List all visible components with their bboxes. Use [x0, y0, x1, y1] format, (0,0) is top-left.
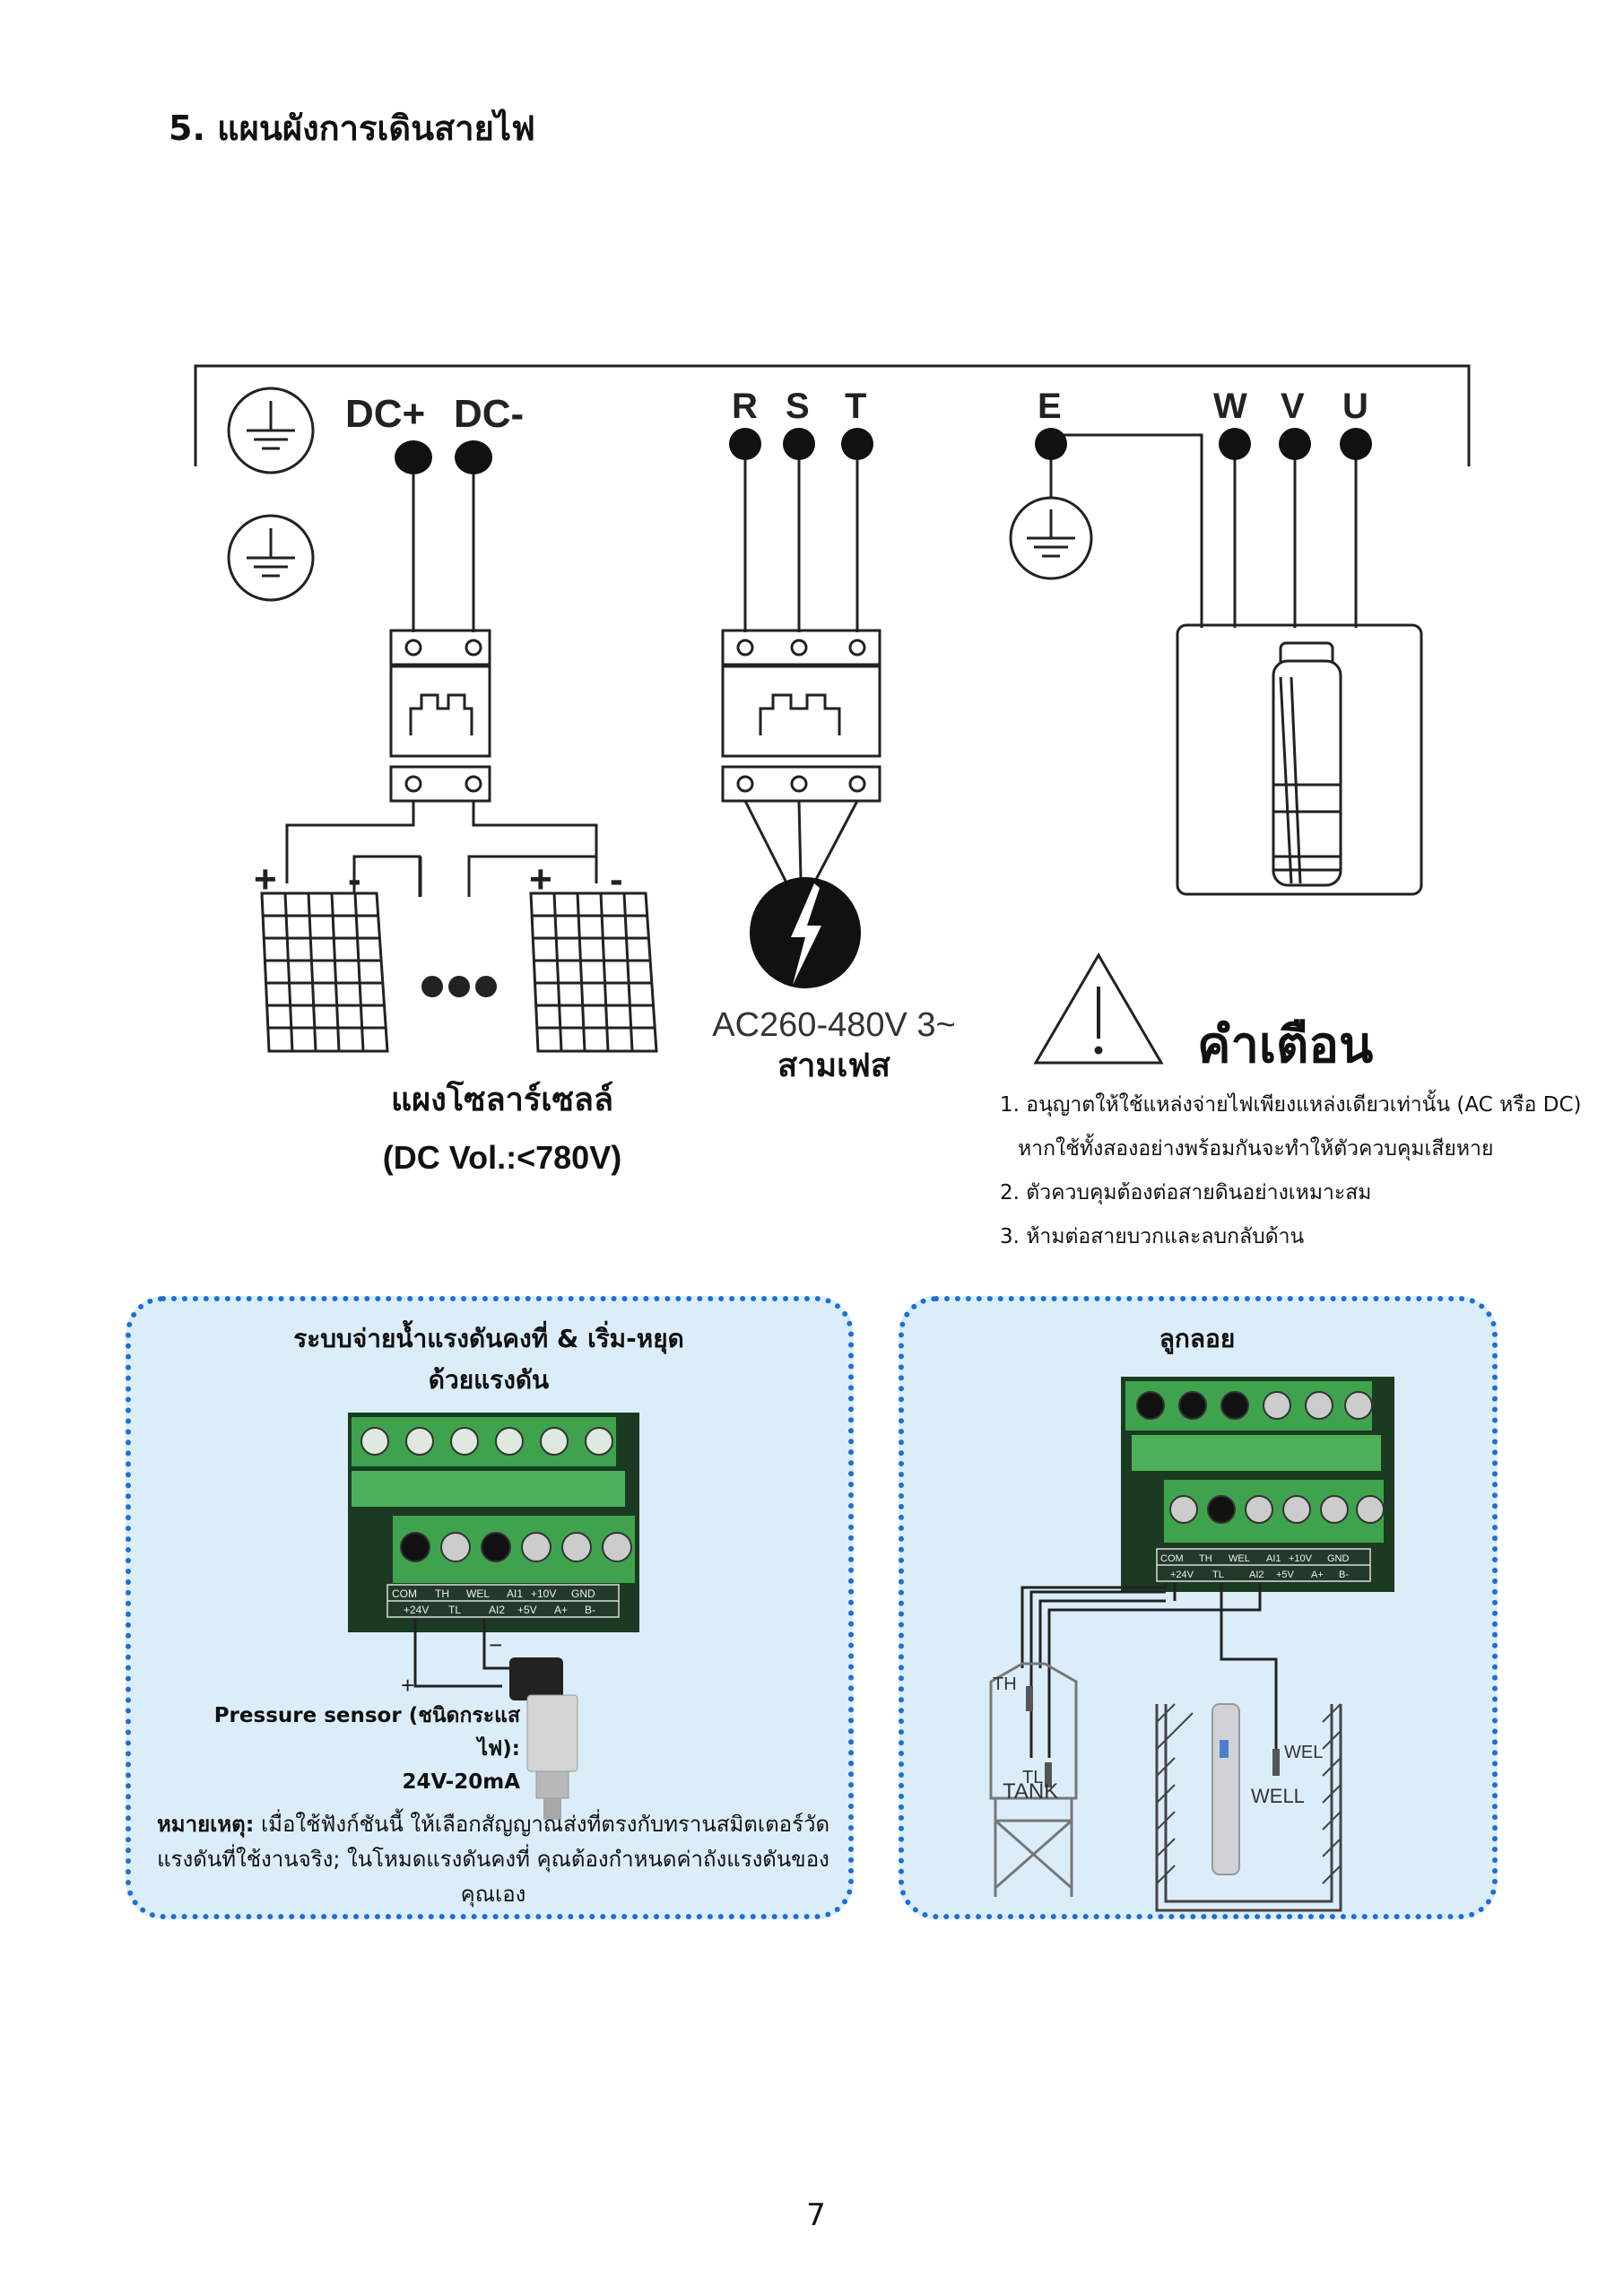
- solar-minus-label: -: [348, 857, 361, 901]
- controller-outline: [194, 364, 1471, 466]
- dc-minus-label: DC-: [454, 392, 524, 436]
- warning-item: 3. ห้ามต่อสายบวกและลบกลับด้าน: [1000, 1225, 1305, 1248]
- ac-caption: AC260-480V 3~ สามเฟส: [664, 1004, 1004, 1087]
- pressure-sensor-label: Pressure sensor (ชนิดกระแสไฟ): 24V-20mA: [188, 1700, 520, 1799]
- section-title: 5. แผนผังการเดินสายไฟ: [169, 109, 535, 148]
- sensor-line1: Pressure sensor (ชนิดกระแสไฟ):: [213, 1704, 520, 1761]
- warning-icon: [1033, 952, 1164, 1065]
- note-label: หมายเหตุ:: [156, 1812, 255, 1837]
- pressure-title-line2: ด้วยแรงดัน: [428, 1365, 550, 1395]
- solar-caption-line1: แผงโซลาร์เซลล์: [390, 1082, 614, 1118]
- r-label: R: [732, 387, 758, 426]
- pump-box: [1176, 623, 1423, 896]
- ground-icon: [227, 387, 315, 474]
- solar-panel: [260, 891, 389, 1053]
- pressure-note: หมายเหตุ: เมื่อใช้ฟังก์ชันนี้ ให้เลือกสั…: [148, 1807, 838, 1912]
- dc-plus-label: DC+: [345, 392, 425, 436]
- solar-plus-label: +: [254, 857, 277, 901]
- warning-item: 1. อนุญาตให้ใช้แหล่งจ่ายไฟเพียงแหล่งเดีย…: [1000, 1093, 1582, 1117]
- s-label: S: [786, 387, 810, 426]
- wiring-diagram: DC+ DC- R S T E W V U + - + -: [194, 364, 1471, 1065]
- solar-caption: แผงโซลาร์เซลล์ (DC Vol.:<780V): [269, 1072, 735, 1187]
- ac-breaker: [721, 629, 881, 803]
- pump-icon: [1272, 641, 1342, 887]
- pressure-title-line1: ระบบจ่ายน้ำแรงดันคงที่ & เริ่ม-หยุด: [293, 1324, 684, 1353]
- solar-plus-label: +: [529, 857, 552, 901]
- warning-item: หากใช้ทั้งสองอย่างพร้อมกันจะทำให้ตัวควบค…: [1018, 1137, 1494, 1161]
- sensor-line2: 24V-20mA: [402, 1770, 520, 1794]
- t-label: T: [845, 387, 866, 426]
- w-label: W: [1213, 387, 1247, 426]
- note-text: เมื่อใช้ฟังก์ชันนี้ ให้เลือกสัญญาณส่งที่…: [157, 1812, 830, 1907]
- ellipsis-icon: [421, 976, 497, 997]
- warning-item: 2. ตัวควบคุมต้องต่อสายดินอย่างเหมาะสม: [1000, 1181, 1372, 1205]
- ac-phase: สามเฟส: [777, 1048, 890, 1084]
- solar-caption-line2: (DC Vol.:<780V): [382, 1139, 622, 1176]
- solar-minus-label: -: [610, 857, 623, 901]
- page-number: 7: [806, 2197, 826, 2233]
- float-panel-title: ลูกลอย: [1159, 1324, 1236, 1353]
- ground-icon: [1009, 496, 1093, 580]
- pressure-panel-title: ระบบจ่ายน้ำแรงดันคงที่ & เริ่ม-หยุด ด้วย…: [143, 1318, 834, 1401]
- lightning-icon: [750, 877, 861, 988]
- ground-icon: [227, 514, 315, 602]
- e-label: E: [1038, 387, 1062, 426]
- u-label: U: [1342, 387, 1368, 426]
- v-label: V: [1281, 387, 1305, 426]
- dc-breaker: [389, 629, 491, 803]
- ac-voltage: AC260-480V 3~: [712, 1006, 956, 1044]
- warning-title: คำเตือน: [1197, 1016, 1374, 1074]
- float-panel: [899, 1296, 1498, 1919]
- solar-panel: [529, 891, 658, 1053]
- warning-list: 1. อนุญาตให้ใช้แหล่งจ่ายไฟเพียงแหล่งเดีย…: [1000, 1083, 1619, 1259]
